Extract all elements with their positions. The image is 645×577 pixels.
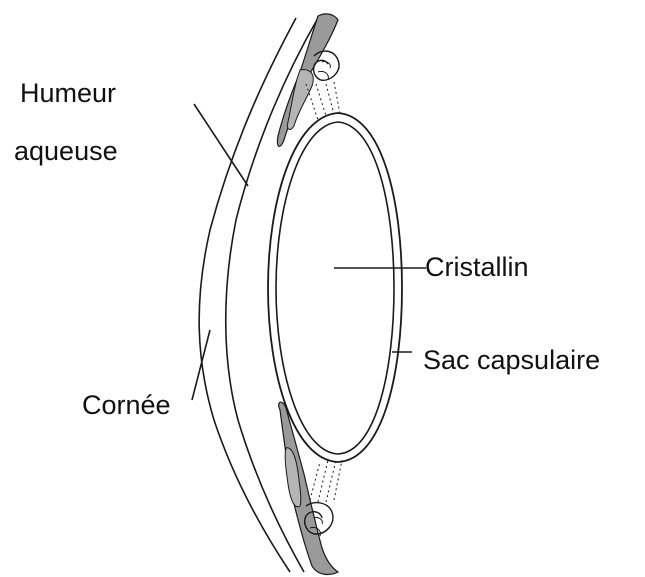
capsular-bag xyxy=(268,113,402,462)
label-humeur-aqueuse-line1: Humeur xyxy=(20,80,116,107)
upper-zonule-1 xyxy=(306,84,318,120)
upper-zonule-4 xyxy=(334,82,340,114)
upper-zonule-3 xyxy=(326,84,334,114)
crystalline-lens xyxy=(276,122,394,454)
lower-iris-ciliary-body xyxy=(279,402,338,574)
lower-ciliary-tissue xyxy=(279,402,338,574)
label-cornee: Cornée xyxy=(82,392,171,419)
lower-zonule-2 xyxy=(318,460,328,502)
leader-humeur-aqueuse xyxy=(194,104,248,186)
lower-zonule-4 xyxy=(334,460,342,500)
lower-zonule-1 xyxy=(310,462,320,500)
leader-cornee xyxy=(192,330,210,400)
lower-zonule-3 xyxy=(326,460,336,502)
label-humeur-aqueuse-line2: aqueuse xyxy=(14,138,118,165)
label-sac-capsulaire: Sac capsulaire xyxy=(423,347,600,374)
upper-zonule-2 xyxy=(316,84,326,116)
label-cristallin: Cristallin xyxy=(425,254,529,281)
zonular-fibers xyxy=(306,82,342,502)
cornea-outer-surface xyxy=(199,18,296,572)
upper-ciliary-processes-2 xyxy=(318,61,330,80)
